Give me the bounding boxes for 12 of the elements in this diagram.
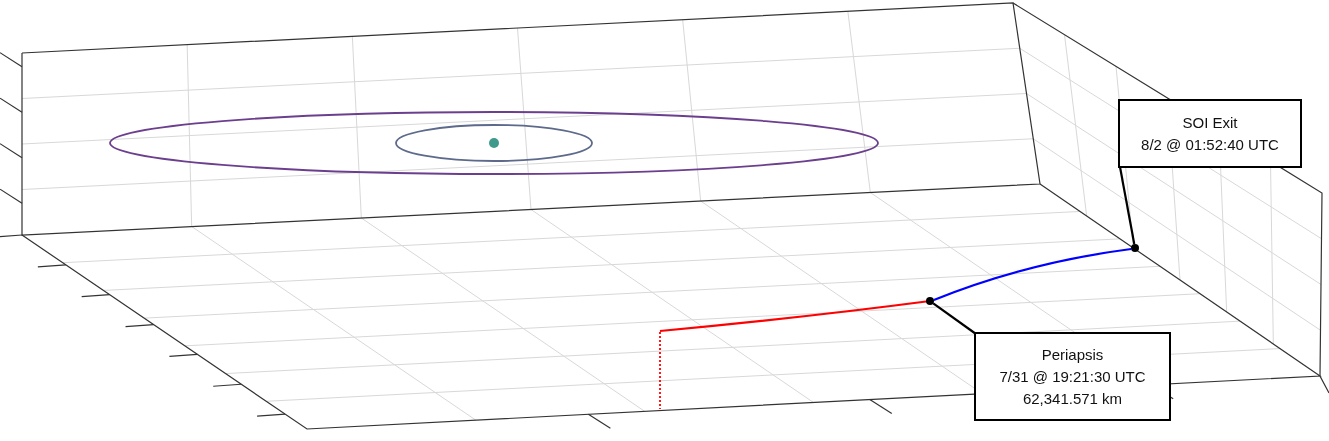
callout-text: 8/2 @ 01:52:40 UTC [1141,134,1279,155]
callout-text: 7/31 @ 19:21:30 UTC [999,366,1146,387]
point-marker [1131,244,1139,252]
callout-box [1118,99,1302,168]
leader-line [1118,166,1136,245]
callout-text: Periapsis [1041,344,1104,365]
point-marker [926,297,934,305]
callout-text: SOI Exit [1182,112,1238,133]
callout-box [974,332,1171,421]
leader-line [932,302,977,335]
callout-text: 62,341.571 km [1022,388,1123,409]
trajectory-curve [933,247,1132,302]
